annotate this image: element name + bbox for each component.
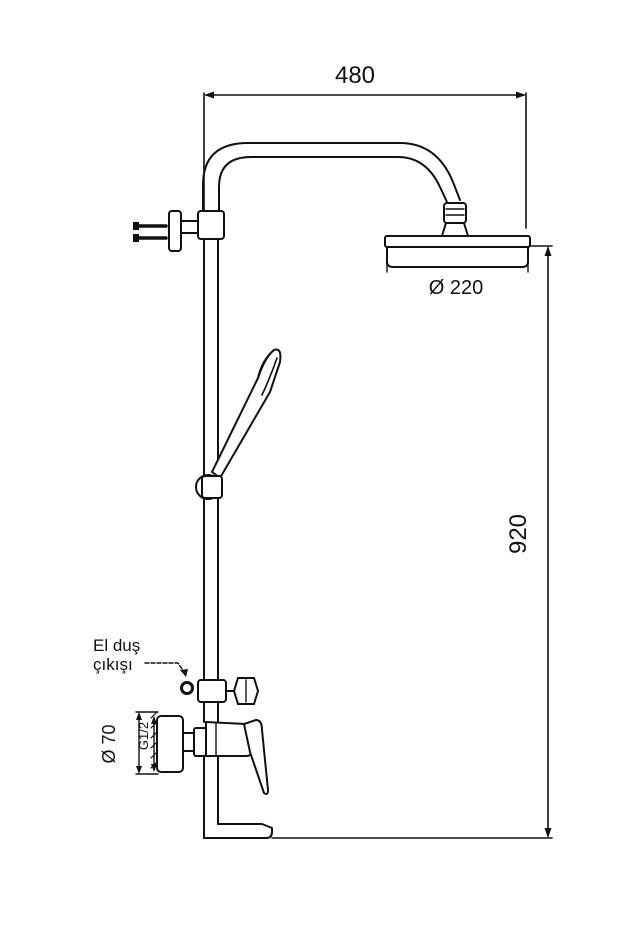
height-label: 920 bbox=[505, 514, 532, 554]
wall-hatch-1 bbox=[150, 711, 158, 719]
thread-arrow-top bbox=[151, 716, 157, 724]
wall-flange bbox=[156, 715, 184, 773]
shower-head-plate bbox=[384, 235, 531, 248]
outlet-label-line1: El duş bbox=[93, 636, 140, 655]
mixer-diameter-label: Ø 70 bbox=[99, 724, 119, 763]
hand-shower-body bbox=[211, 348, 282, 479]
mixer-eccentric-nut bbox=[193, 727, 207, 757]
head-connector-neck bbox=[441, 222, 469, 237]
upper-bracket-screws bbox=[133, 222, 168, 242]
sliding-holder bbox=[195, 474, 223, 500]
upper-screw-1-head bbox=[133, 222, 139, 230]
height-dimension: 920 bbox=[271, 245, 553, 839]
mixer-diameter-arrow-top bbox=[136, 712, 142, 720]
width-dimension: 480 bbox=[203, 62, 527, 229]
hand-shower bbox=[211, 348, 282, 479]
upper-bracket-collar bbox=[197, 210, 225, 240]
upper-bracket-wall-plate bbox=[168, 210, 182, 252]
mixer-lever bbox=[243, 719, 269, 795]
bath-spout bbox=[203, 823, 273, 839]
head-connector bbox=[441, 202, 469, 237]
upper-screw-2-head bbox=[133, 234, 139, 242]
width-arrow-right bbox=[516, 91, 526, 99]
outlet-leader-line bbox=[144, 662, 185, 673]
diverter-body bbox=[197, 679, 227, 703]
shower-arm bbox=[202, 142, 461, 213]
mixer-diameter-arrow-bottom bbox=[136, 766, 142, 774]
outlet-label-line2: çıkışı bbox=[93, 655, 133, 674]
outlet-leader-arrow bbox=[180, 669, 188, 677]
width-label: 480 bbox=[335, 62, 375, 89]
shower-arm-outer bbox=[202, 142, 461, 213]
riser-pipe bbox=[203, 238, 219, 681]
shower-arm-inner bbox=[218, 156, 448, 213]
upper-wall-bracket bbox=[133, 210, 225, 252]
head-connector-nut bbox=[443, 202, 467, 224]
hand-shower-head-face bbox=[257, 349, 275, 379]
width-arrow-left bbox=[204, 91, 214, 99]
mixer-valve bbox=[182, 719, 273, 839]
wall-connection: G1/2 Ø 70 bbox=[99, 711, 184, 775]
height-arrow-bottom bbox=[544, 828, 552, 838]
hand-shower-nozzle-edge bbox=[261, 357, 278, 396]
height-arrow-top bbox=[544, 246, 552, 256]
outlet-annotation: El duş çıkışı bbox=[93, 636, 188, 677]
head-diameter-label: Ø 220 bbox=[429, 277, 483, 299]
diverter-outlet bbox=[180, 681, 194, 695]
shower-head-face bbox=[386, 246, 529, 268]
thread-arrow-bottom bbox=[151, 764, 157, 772]
thread-label: G1/2 bbox=[136, 722, 151, 750]
sliding-holder-collar bbox=[201, 475, 223, 499]
diverter bbox=[180, 677, 260, 723]
overhead-shower-head: Ø 220 bbox=[384, 235, 531, 299]
